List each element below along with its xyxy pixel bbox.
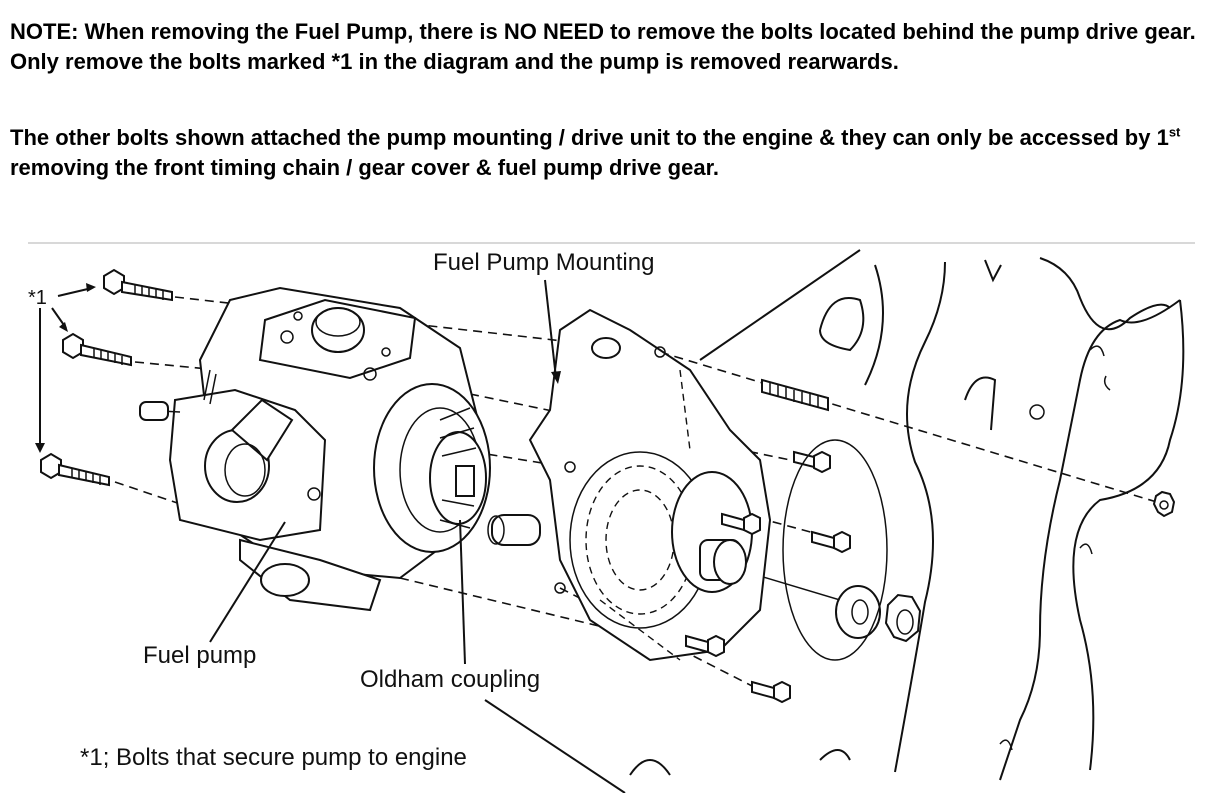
note-paragraph-2-text-a: The other bolts shown attached the pump … [10,125,1169,150]
label-fuel-pump: Fuel pump [143,642,256,669]
nut [884,593,922,643]
gear-outline [782,439,888,661]
small-bolt-5 [751,680,791,704]
note-paragraph-1: NOTE: When removing the Fuel Pump, there… [10,19,1196,74]
washer [835,585,881,639]
bolt-lower [40,452,110,487]
bolt-marker-label: *1 [28,287,47,309]
bolt-upper [103,268,173,302]
end-nut [1152,490,1176,518]
bolt-marker-arrows [35,283,96,453]
leader-lines [209,279,626,793]
label-bolt-caption: *1; Bolts that secure pump to engine [80,744,467,771]
engine-timing-cover [629,249,1185,781]
note-superscript-st: st [1168,124,1181,140]
drive-shaft [671,471,753,593]
stud-bolt [761,378,829,412]
label-fuel-pump-mounting: Fuel Pump Mounting [433,249,654,276]
small-bolt-3 [811,530,851,554]
fuel-pump-body [139,286,491,612]
small-bolt-4 [685,634,725,658]
label-oldham-coupling: Oldham coupling [360,666,540,693]
note-paragraph-2-text-b: removing the front timing chain / gear c… [10,155,720,180]
bolt-middle [62,332,132,367]
note-paragraph-2: The other bolts shown attached the pump … [10,123,1210,183]
small-bolt-2 [721,512,761,536]
